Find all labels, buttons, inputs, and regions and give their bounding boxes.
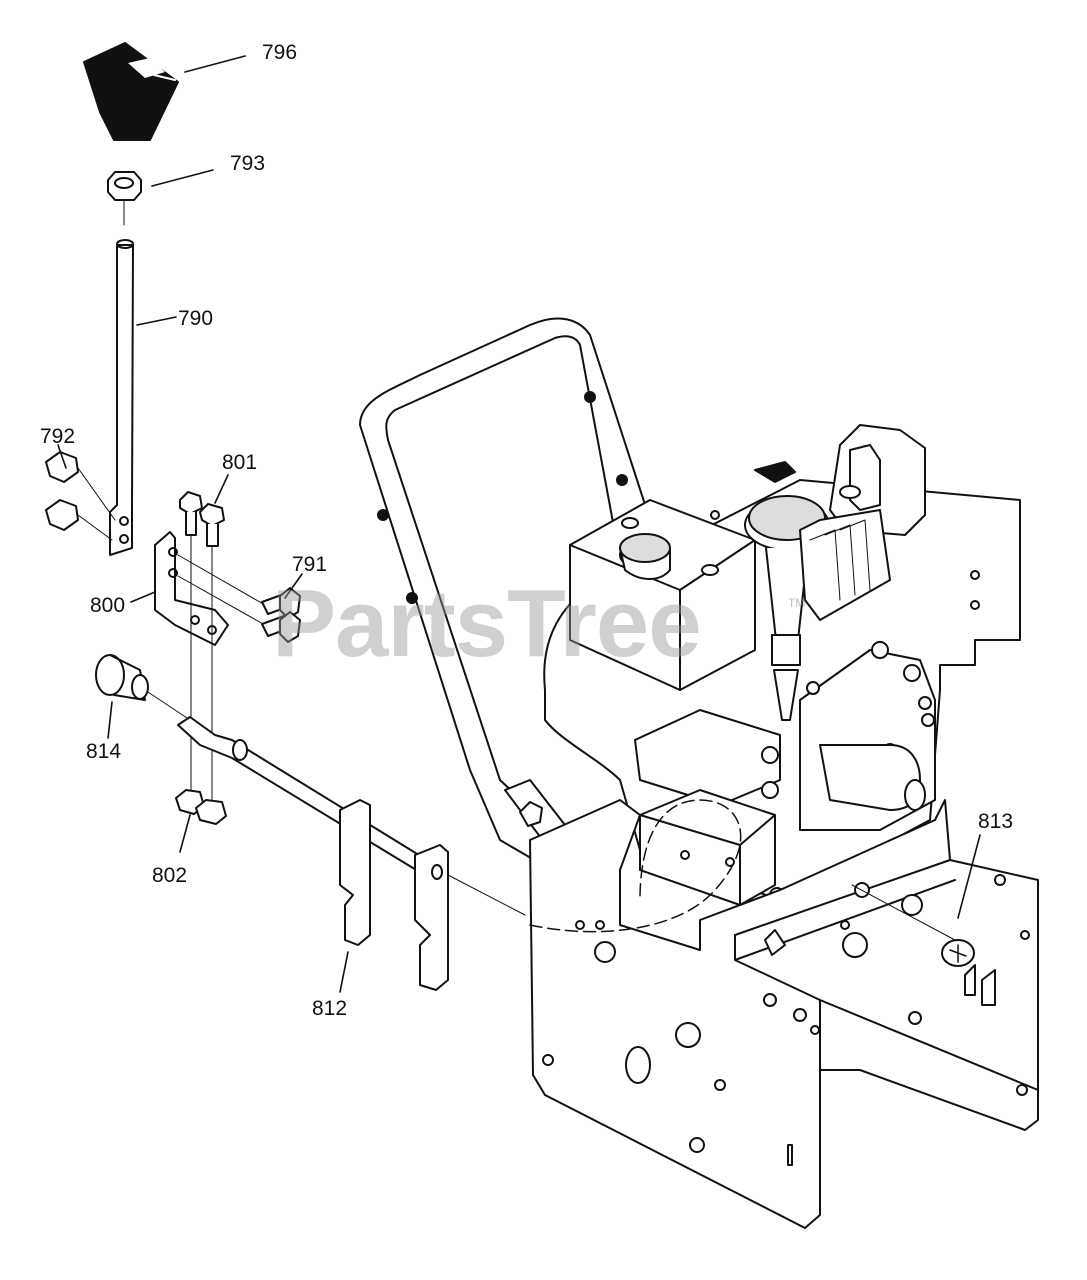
watermark-trademark: TM: [788, 596, 806, 610]
watermark-text: PartsTree: [272, 570, 702, 677]
callout-812: 812: [312, 997, 348, 1020]
leader-lines: [58, 56, 980, 992]
bolt-part-791[interactable]: [262, 588, 300, 642]
callout-790: 790: [178, 307, 214, 330]
shift-rod-part[interactable]: [110, 240, 133, 555]
nut-part-793[interactable]: [108, 172, 141, 225]
bolt-part-801[interactable]: [180, 492, 224, 800]
callout-793: 793: [230, 152, 266, 175]
callout-813: 813: [978, 810, 1014, 833]
chassis-plates: [530, 800, 1038, 1228]
callout-801: 801: [222, 451, 258, 474]
callout-814: 814: [86, 740, 122, 763]
nut-part-802[interactable]: [176, 790, 226, 824]
knob-part[interactable]: [84, 43, 178, 140]
callout-802: 802: [152, 864, 188, 887]
bushing-part[interactable]: [96, 655, 190, 720]
engine: [544, 425, 1020, 905]
bracket-part[interactable]: [155, 532, 265, 645]
callout-792: 792: [40, 425, 76, 448]
callout-796: 796: [262, 41, 298, 64]
callout-800: 800: [90, 594, 126, 617]
shift-fork-shaft-part[interactable]: [178, 717, 525, 990]
callout-791: 791: [292, 553, 328, 576]
nut-part-792[interactable]: [46, 452, 115, 540]
